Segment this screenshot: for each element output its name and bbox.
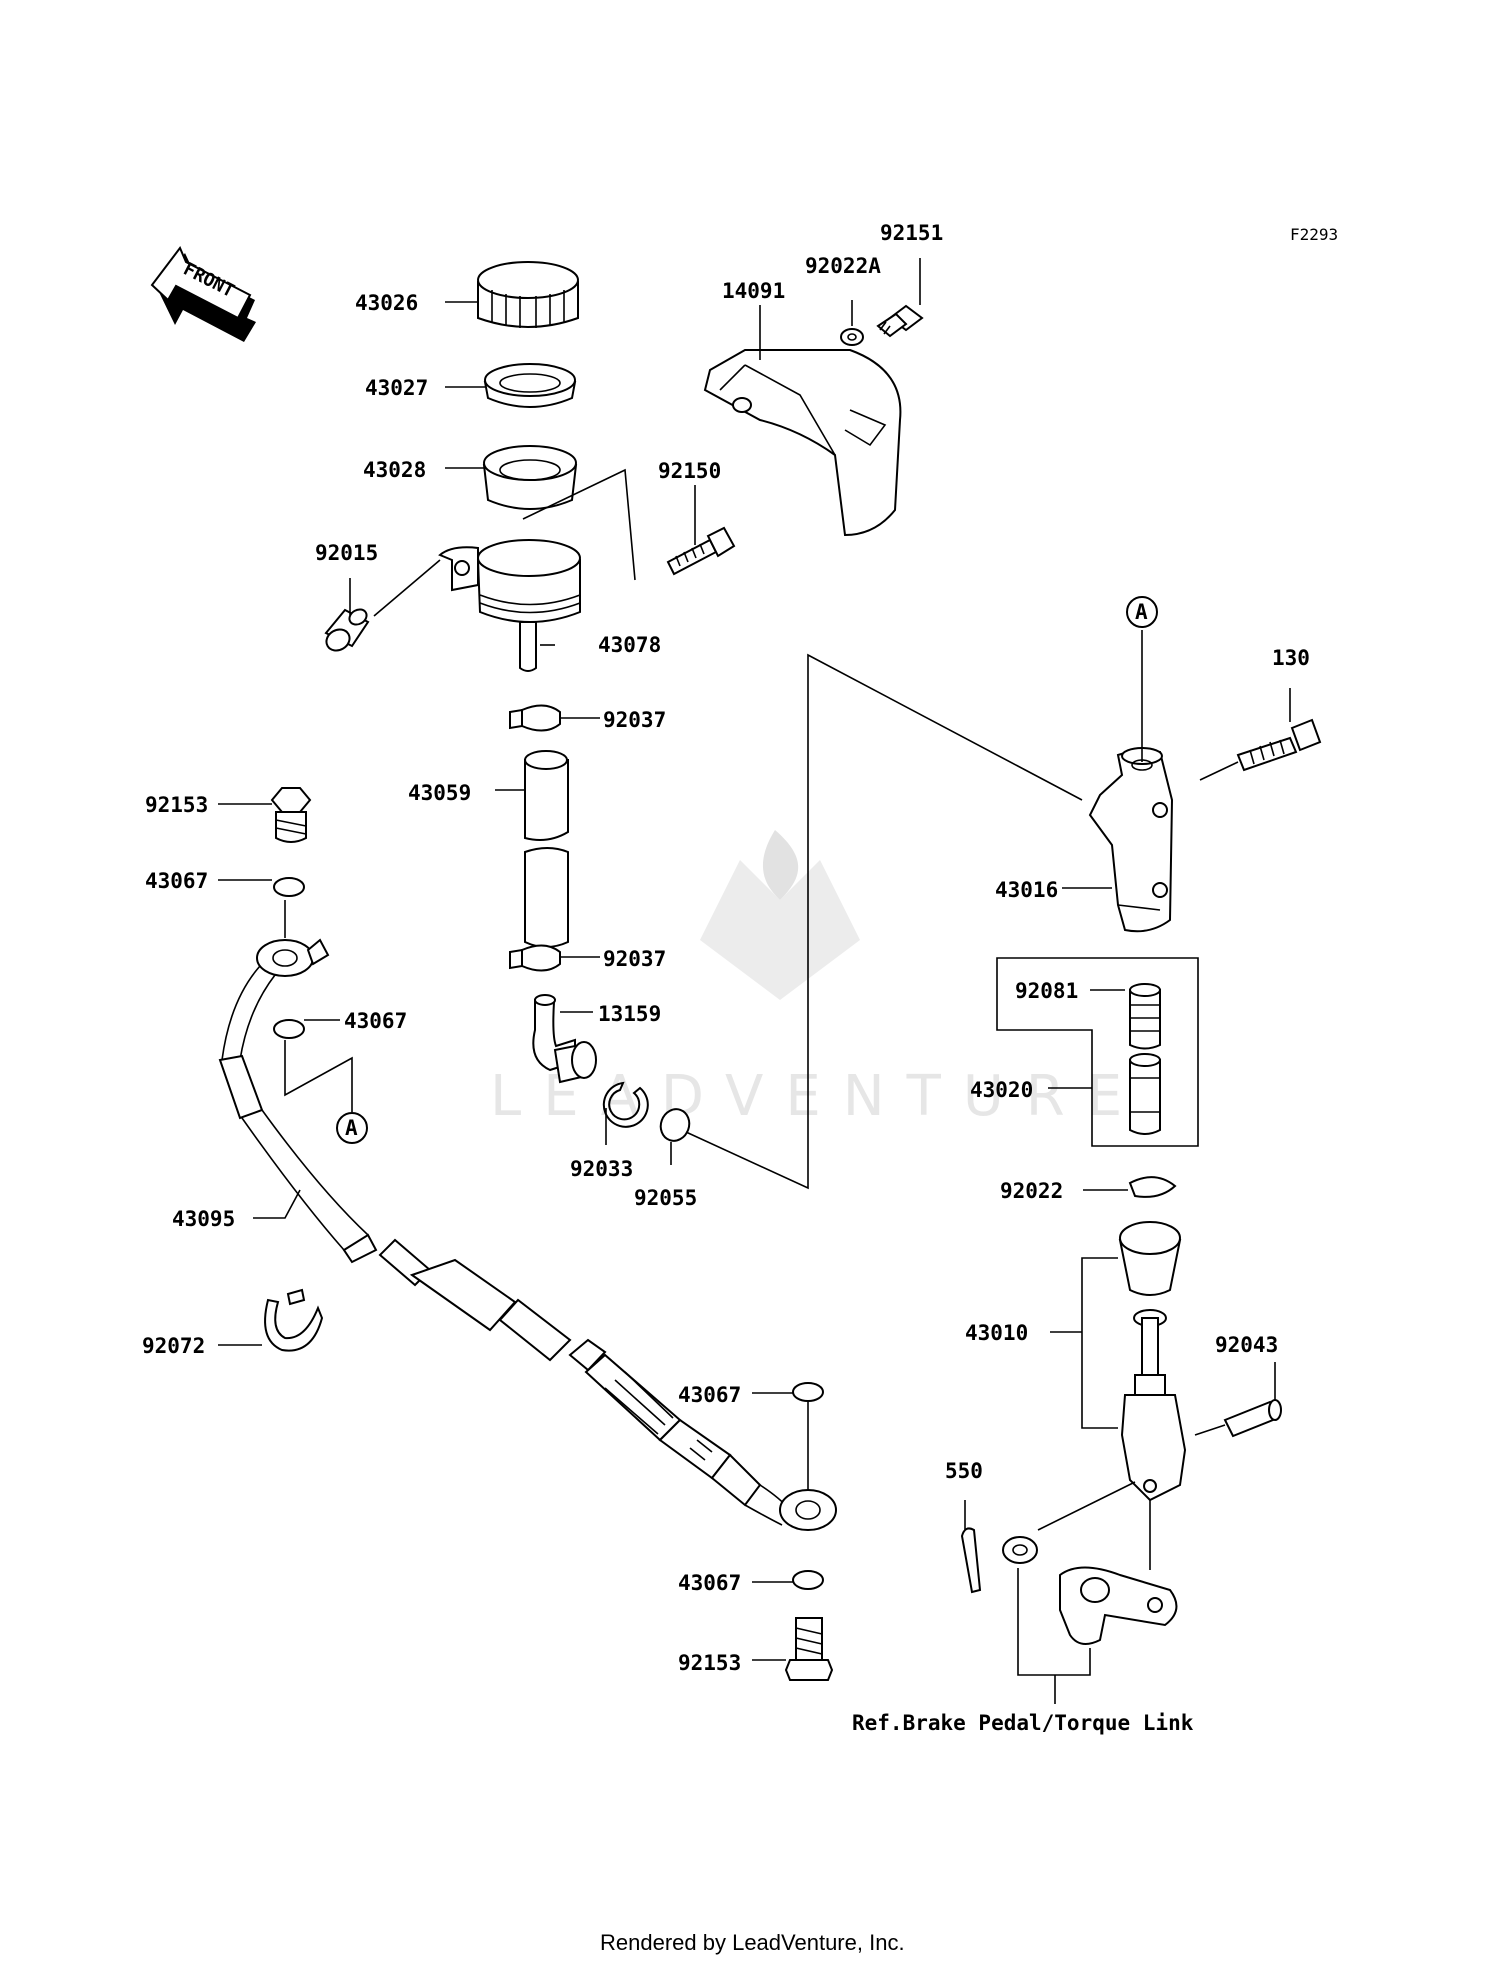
label-43059[interactable]: 43059 (408, 781, 471, 805)
washer-43067-a[interactable] (273, 877, 305, 897)
label-43095[interactable]: 43095 (172, 1207, 235, 1231)
label-92081[interactable]: 92081 (1015, 979, 1078, 1003)
figure-code: F2293 (1290, 225, 1338, 244)
callout-a-lower: A (336, 1112, 368, 1144)
diaphragm-part[interactable] (482, 445, 578, 510)
washer-92022A-part[interactable] (840, 328, 864, 346)
bolt-92150-part[interactable] (666, 526, 736, 576)
label-43067-b[interactable]: 43067 (344, 1009, 407, 1033)
brake-pedal-arm-part[interactable] (1059, 1566, 1178, 1645)
label-43028[interactable]: 43028 (363, 458, 426, 482)
circlip-part[interactable] (602, 1081, 649, 1128)
label-43078[interactable]: 43078 (598, 633, 661, 657)
bolt-92151-part[interactable] (876, 304, 924, 338)
label-43026[interactable]: 43026 (355, 291, 418, 315)
kit-box-outline (996, 957, 1199, 1147)
label-92033[interactable]: 92033 (570, 1157, 633, 1181)
washer-43067-d[interactable] (792, 1570, 824, 1590)
label-43027[interactable]: 43027 (365, 376, 428, 400)
label-92015[interactable]: 92015 (315, 541, 378, 565)
label-92153-lower[interactable]: 92153 (678, 1651, 741, 1675)
label-92022[interactable]: 92022 (1000, 1179, 1063, 1203)
reservoir-part[interactable] (438, 539, 581, 672)
o-ring-part[interactable] (656, 1105, 693, 1145)
brake-hose-part[interactable] (218, 938, 837, 1531)
diaphragm-plate-part[interactable] (483, 363, 577, 408)
watermark: LEADVENTURE (490, 830, 1144, 1129)
push-rod-part[interactable] (1118, 1221, 1187, 1502)
svg-text:A: A (1135, 600, 1148, 624)
hose-clamp-upper-part[interactable] (509, 704, 561, 732)
leader-lines (218, 258, 1291, 1704)
label-43067-d[interactable]: 43067 (678, 1571, 741, 1595)
svg-text:A: A (345, 1116, 358, 1140)
piston-part[interactable] (1129, 1053, 1161, 1135)
label-92055[interactable]: 92055 (634, 1186, 697, 1210)
washer-pedal-part[interactable] (1002, 1536, 1038, 1564)
banjo-bolt-lower-part[interactable] (784, 1617, 834, 1681)
hose-clamp-lower-part[interactable] (509, 944, 561, 972)
label-92037-upper[interactable]: 92037 (603, 708, 666, 732)
grommet-part[interactable] (323, 606, 370, 654)
reservoir-hose-part[interactable] (524, 750, 569, 948)
watermark-text: LEADVENTURE (490, 1064, 1144, 1129)
hose-clip-part[interactable] (264, 1288, 324, 1352)
banjo-bolt-upper-part[interactable] (270, 787, 312, 843)
label-43010[interactable]: 43010 (965, 1321, 1028, 1345)
label-43016[interactable]: 43016 (995, 878, 1058, 902)
label-92072[interactable]: 92072 (142, 1334, 205, 1358)
reference-note: Ref.Brake Pedal/Torque Link (852, 1711, 1194, 1735)
label-92022A[interactable]: 92022A (805, 254, 881, 278)
bolt-130-part[interactable] (1236, 718, 1322, 772)
reservoir-cover-part[interactable] (703, 349, 902, 537)
circlip-92022-part[interactable] (1128, 1176, 1177, 1198)
part-labels: 43026 43027 43028 92015 43078 92037 4305… (142, 221, 1310, 1675)
label-92153-upper[interactable]: 92153 (145, 793, 208, 817)
label-130[interactable]: 130 (1272, 646, 1310, 670)
label-92037-lower[interactable]: 92037 (603, 947, 666, 971)
label-13159[interactable]: 13159 (598, 1002, 661, 1026)
label-14091[interactable]: 14091 (722, 279, 785, 303)
footer-credit: Rendered by LeadVenture, Inc. (600, 1930, 905, 1955)
label-92151[interactable]: 92151 (880, 221, 943, 245)
front-arrow-icon: FRONT (150, 246, 256, 342)
washer-43067-b[interactable] (273, 1019, 305, 1039)
elbow-fitting-part[interactable] (532, 994, 597, 1084)
pin-92043-part[interactable] (1223, 1399, 1282, 1438)
callout-a-upper: A (1126, 596, 1158, 628)
primary-cup-part[interactable] (1129, 983, 1161, 1050)
label-43020[interactable]: 43020 (970, 1078, 1033, 1102)
reservoir-cap-part[interactable] (477, 261, 579, 328)
label-43067-c[interactable]: 43067 (678, 1383, 741, 1407)
label-92043[interactable]: 92043 (1215, 1333, 1278, 1357)
label-92150[interactable]: 92150 (658, 459, 721, 483)
cotter-pin-part[interactable] (960, 1527, 982, 1594)
label-43067-a[interactable]: 43067 (145, 869, 208, 893)
master-cylinder-part[interactable] (1088, 747, 1174, 933)
label-550[interactable]: 550 (945, 1459, 983, 1483)
washer-43067-c[interactable] (792, 1382, 824, 1402)
